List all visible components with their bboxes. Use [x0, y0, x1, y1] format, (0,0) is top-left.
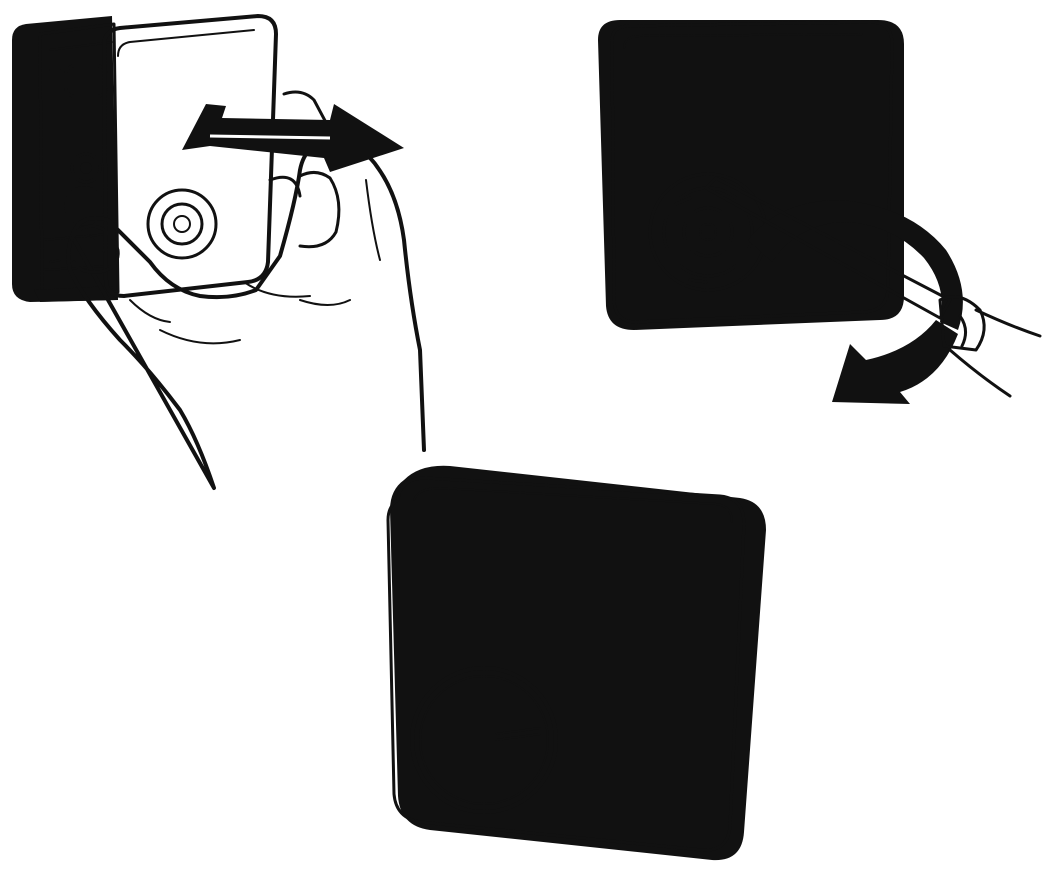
thermostat-cover-icon	[598, 20, 904, 330]
thermostat-base-icon	[12, 16, 118, 302]
panel-turn-screw	[598, 20, 1040, 404]
thermostat-cover-icon	[104, 16, 276, 296]
panel-attach-cover	[12, 16, 424, 488]
panel-fit-dial	[388, 466, 766, 860]
push-arrow-icon	[182, 104, 404, 172]
